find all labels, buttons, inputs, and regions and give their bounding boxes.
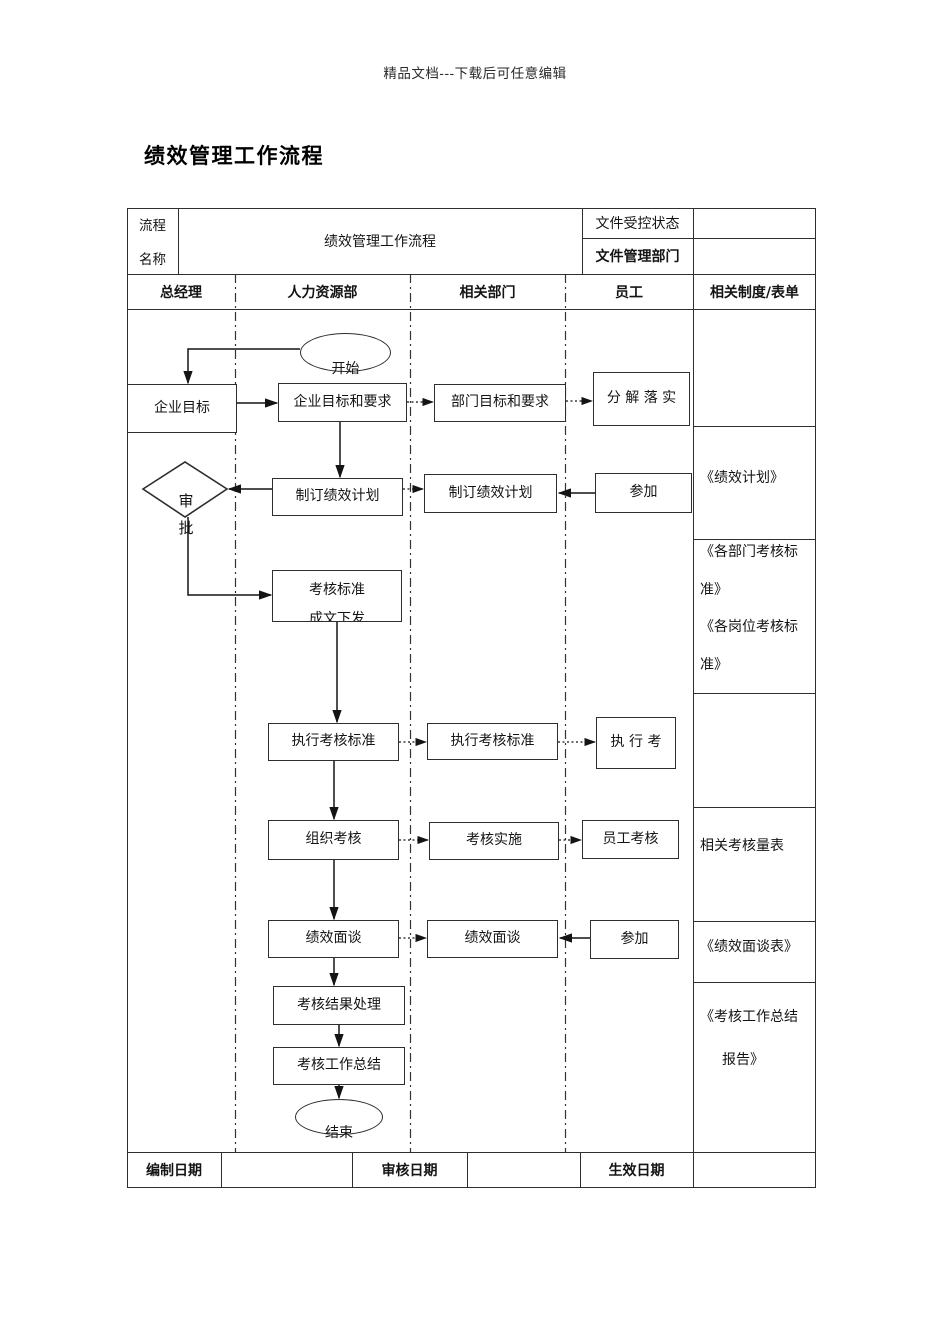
footer-effective-date-label: 生效日期 <box>608 1163 665 1179</box>
node-emp-join-interview: 参加 <box>590 920 679 959</box>
lane-header-docs: 相关制度/表单 <box>709 284 800 301</box>
end-ellipse <box>295 1099 383 1135</box>
docs-summary-report: 《考核工作总结 报告》 <box>693 1009 815 1068</box>
approval-label-line1: 审 <box>178 492 194 510</box>
docs-summary-line1: 《考核工作总结 <box>700 1009 798 1025</box>
footer-effective-date-value <box>693 1152 816 1188</box>
footer-cell-divider <box>352 1152 353 1188</box>
docs-standards-line4: 准》 <box>700 656 728 673</box>
node-hr-make-plan: 制订绩效计划 <box>272 478 403 516</box>
footer-cell-divider <box>580 1152 581 1188</box>
lane-header-related-dept: 相关部门 <box>459 284 516 301</box>
node-company-goal: 企业目标 <box>127 384 237 433</box>
page-title: 绩效管理工作流程 <box>144 144 324 168</box>
start-label: 开始 <box>331 361 360 377</box>
footer-made-date-value <box>221 1152 352 1188</box>
table-line <box>127 309 816 310</box>
node-hr-standard-issue: 考核标准 成文下发 <box>272 570 402 622</box>
table-line <box>693 208 694 1188</box>
node-dept-assessment-implement: 考核实施 <box>429 822 559 860</box>
footer-cell-divider <box>221 1152 222 1188</box>
footer-made-date-label: 编制日期 <box>146 1163 202 1179</box>
docs-cell-divider <box>693 982 816 983</box>
doc-control-status-label: 文件受控状态 <box>595 216 680 232</box>
docs-cell-divider <box>693 693 816 694</box>
docs-interview-form: 《绩效面谈表》 <box>700 939 798 955</box>
docs-assessment-scales: 相关考核量表 <box>700 838 784 854</box>
table-line <box>178 208 179 274</box>
node-dept-goal-req: 部门目标和要求 <box>434 384 566 422</box>
hr-standard-line1: 考核标准 <box>309 582 365 598</box>
hr-standard-line2: 成文下发 <box>309 611 365 622</box>
docs-cell-divider <box>693 807 816 808</box>
node-dept-make-plan: 制订绩效计划 <box>424 474 557 513</box>
node-hr-execute-standard: 执行考核标准 <box>268 723 399 761</box>
node-emp-decompose: 分 解 落 实 <box>593 372 690 426</box>
footer-review-date-label: 审核日期 <box>381 1163 438 1179</box>
docs-assessment-standards: 《各部门考核标 准》 《各岗位考核标 准》 <box>693 534 815 684</box>
node-hr-performance-interview: 绩效面谈 <box>268 920 399 958</box>
approval-label-line2: 批 <box>178 519 194 537</box>
node-hr-goal-req: 企业目标和要求 <box>278 383 407 422</box>
node-hr-work-summary: 考核工作总结 <box>273 1047 405 1085</box>
docs-standards-line2: 准》 <box>700 581 728 598</box>
docs-cell-divider <box>693 921 816 922</box>
table-line <box>127 1152 816 1153</box>
footer-cell-divider <box>467 1152 468 1188</box>
lane-header-hr: 人力资源部 <box>287 284 358 301</box>
table-outer-border <box>127 208 816 1188</box>
node-hr-result-handling: 考核结果处理 <box>273 986 405 1025</box>
process-name-value: 绩效管理工作流程 <box>324 234 436 250</box>
watermark-text: 精品文档---下载后可任意编辑 <box>383 66 567 82</box>
node-emp-execute: 执 行 考 <box>596 717 676 769</box>
node-dept-execute-standard: 执行考核标准 <box>427 723 558 760</box>
process-name-label-line2: 名称 <box>139 252 166 268</box>
doc-manage-dept-value <box>693 238 816 274</box>
lane-header-general-manager: 总经理 <box>160 284 202 301</box>
doc-control-status-value <box>693 208 816 238</box>
docs-cell-divider <box>693 426 816 427</box>
node-dept-performance-interview: 绩效面谈 <box>427 920 558 958</box>
lane-header-employee: 员工 <box>615 284 643 301</box>
node-approval-label: 审 批 <box>172 488 200 542</box>
doc-manage-dept-label: 文件管理部门 <box>595 249 680 265</box>
node-emp-join-plan: 参加 <box>595 473 692 513</box>
docs-standards-line3: 《各岗位考核标 <box>700 619 798 636</box>
table-line <box>582 208 583 274</box>
process-name-label: 流程 名称 <box>127 208 178 274</box>
docs-performance-plan: 《绩效计划》 <box>700 470 784 486</box>
docs-standards-line1: 《各部门考核标 <box>700 544 798 560</box>
docs-summary-line2: 报告》 <box>722 1052 764 1068</box>
start-ellipse <box>300 333 391 372</box>
docs-cell-divider <box>693 539 816 540</box>
node-hr-organize-assessment: 组织考核 <box>268 820 399 860</box>
end-label: 结束 <box>325 1125 353 1141</box>
footer-review-date-value <box>467 1152 580 1188</box>
table-line <box>582 238 816 239</box>
process-name-label-line1: 流程 <box>139 218 166 234</box>
node-emp-assessment: 员工考核 <box>582 820 679 859</box>
table-line <box>127 274 816 275</box>
